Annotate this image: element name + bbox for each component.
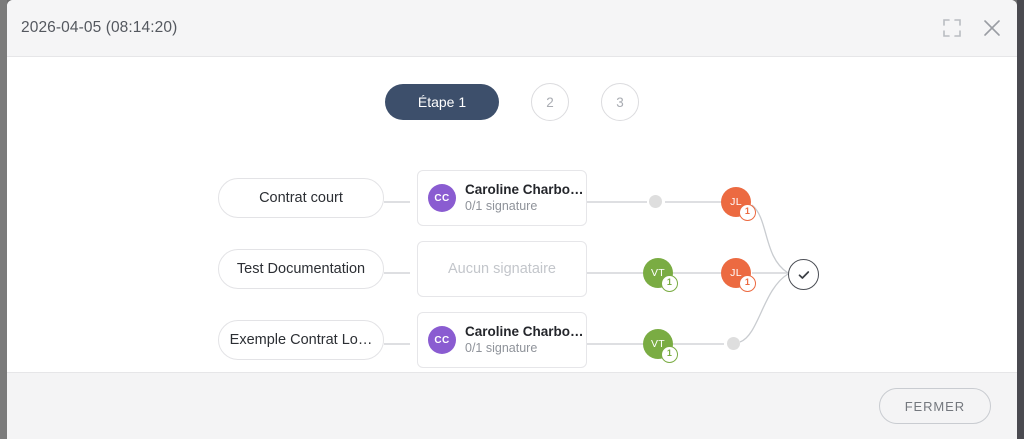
modal-footer: FERMER [7, 372, 1017, 439]
header-actions [941, 0, 1003, 56]
modal-dialog: 2026-04-05 (08:14:20) Étape 1 2 3 [7, 0, 1017, 439]
step-2[interactable]: 2 [531, 83, 569, 121]
node-initials: VT [650, 338, 666, 350]
document-pill[interactable]: Test Documentation [218, 249, 384, 289]
flow-node-placeholder [727, 337, 740, 350]
no-signer-label: Aucun signataire [447, 261, 556, 277]
flow-connectors [384, 201, 789, 345]
node-initials: JL [730, 267, 742, 279]
node-initials: JL [730, 196, 742, 208]
signature-flow-graph: Contrat court CC Caroline Charbo… 0/1 si… [7, 57, 1017, 372]
flow-row: Test Documentation Aucun signataire [7, 241, 1017, 297]
signer-status: 0/1 signature [465, 199, 538, 213]
signer-card[interactable]: CC Caroline Charbo… 0/1 signature [417, 312, 587, 368]
window-right-edge [1017, 0, 1024, 439]
modal-title: 2026-04-05 (08:14:20) [21, 19, 178, 36]
step-3[interactable]: 3 [601, 83, 639, 121]
flow-row: Exemple Contrat Lo… CC Caroline Charbo… … [7, 312, 1017, 368]
node-count-badge: 1 [661, 275, 678, 292]
signer-status: 0/1 signature [465, 341, 538, 355]
check-icon [798, 270, 809, 279]
document-pill[interactable]: Contrat court [218, 178, 384, 218]
signer-card-empty[interactable]: Aucun signataire [417, 241, 587, 297]
node-initials: VT [650, 267, 666, 279]
window-left-edge [0, 0, 7, 439]
document-pill[interactable]: Exemple Contrat Lo… [218, 320, 384, 360]
node-count-badge: 1 [739, 204, 756, 221]
signer-name: Caroline Charbo… [465, 324, 584, 339]
flow-node-signer[interactable]: JL 1 [721, 258, 756, 292]
signer-name: Caroline Charbo… [465, 182, 584, 197]
avatar: CC [428, 326, 456, 354]
flow-end-check[interactable] [788, 259, 819, 290]
node-count-badge: 1 [661, 346, 678, 363]
flow-node-signer[interactable]: JL 1 [721, 187, 756, 221]
flow-node-validator[interactable]: VT 1 [643, 258, 678, 292]
modal-header: 2026-04-05 (08:14:20) [7, 0, 1017, 57]
close-button[interactable]: FERMER [878, 388, 991, 424]
flow-node-placeholder [649, 195, 662, 208]
flow-row: Contrat court CC Caroline Charbo… 0/1 si… [7, 170, 1017, 226]
signer-card[interactable]: CC Caroline Charbo… 0/1 signature [417, 170, 587, 226]
signer-text: Caroline Charbo… 0/1 signature [465, 324, 584, 356]
flow-node-validator[interactable]: VT 1 [643, 329, 678, 363]
modal-body: Étape 1 2 3 [7, 57, 1017, 372]
avatar: CC [428, 184, 456, 212]
stepper: Étape 1 2 3 [7, 83, 1017, 121]
close-icon[interactable] [981, 17, 1003, 39]
step-1-active[interactable]: Étape 1 [385, 84, 499, 120]
fullscreen-icon[interactable] [941, 17, 963, 39]
node-count-badge: 1 [739, 275, 756, 292]
signer-text: Caroline Charbo… 0/1 signature [465, 182, 584, 214]
